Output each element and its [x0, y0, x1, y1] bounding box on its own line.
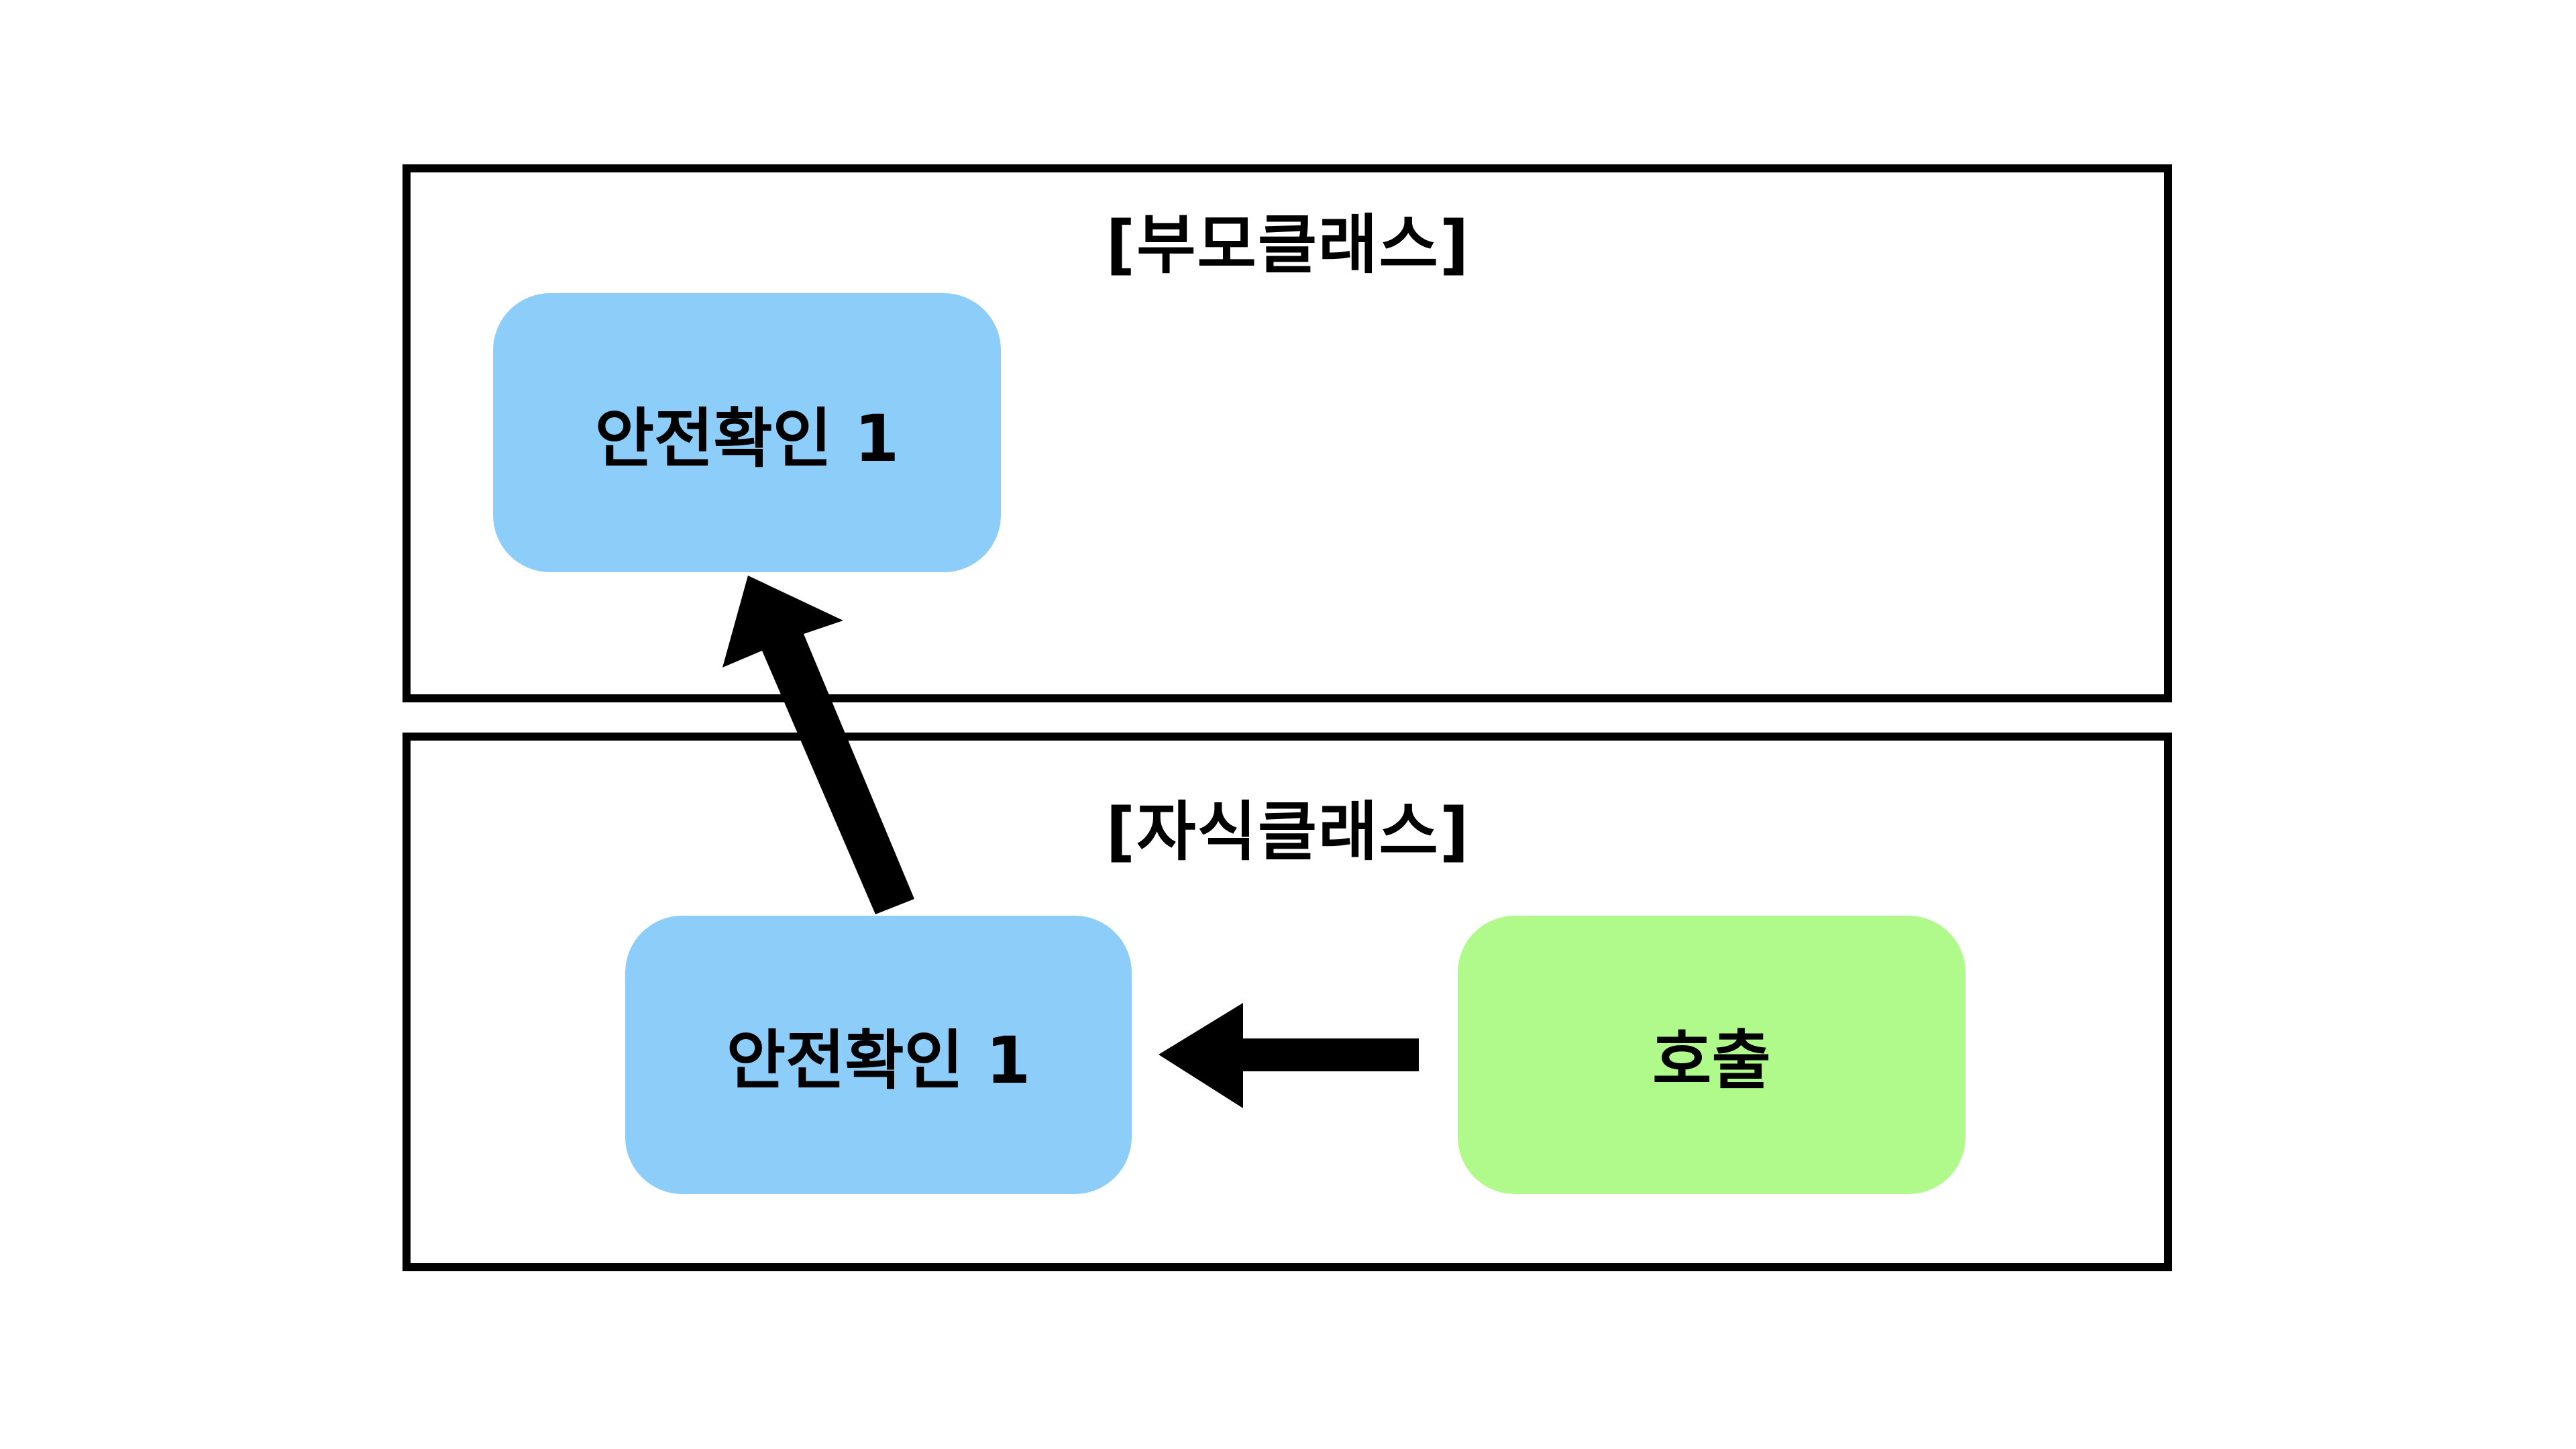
child-class-title: [자식클래스] [1106, 794, 1470, 869]
child-class-box [402, 733, 2172, 1271]
call-node: 호출 [1458, 916, 1966, 1194]
parent-method-label: 안전확인 1 [594, 400, 900, 476]
child-method-node: 안전확인 1 [625, 916, 1132, 1194]
parent-method-node: 안전확인 1 [493, 293, 1001, 572]
parent-class-title: [부모클래스] [1106, 207, 1470, 282]
call-node-label: 호출 [1652, 1023, 1771, 1098]
child-method-label: 안전확인 1 [726, 1023, 1031, 1098]
